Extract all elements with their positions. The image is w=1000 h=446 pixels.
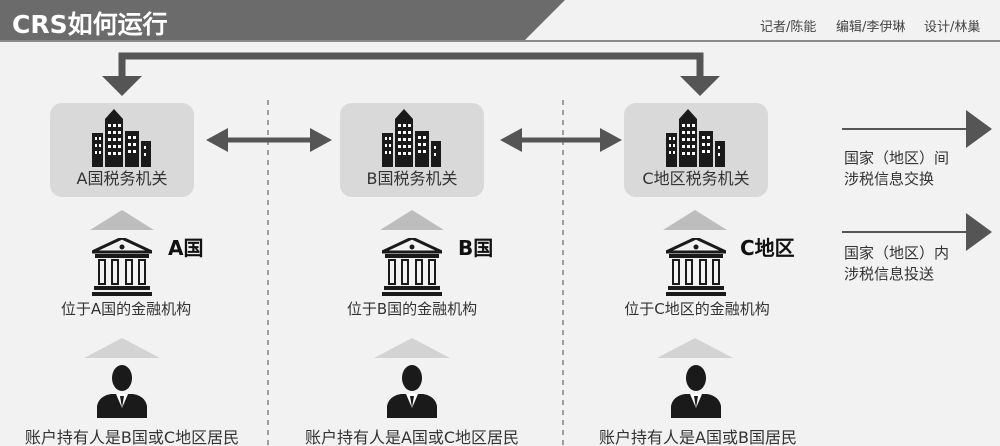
credit-editor: 编辑/李伊琳 — [836, 20, 906, 35]
office-building-icon — [92, 109, 151, 167]
person-in-suit-icon — [97, 365, 147, 418]
country-label-a: A国 — [168, 236, 204, 260]
header-banner — [0, 0, 1000, 42]
institution-label-c: 位于C地区的金融机构 — [624, 300, 770, 318]
account-holder-label-b: 账户持有人是A国或C地区居民 — [304, 428, 520, 446]
bank-building-icon — [666, 238, 726, 296]
tax-authority-label-b: B国税务机关 — [366, 169, 458, 188]
credit-reporter: 记者/陈能 — [760, 20, 817, 35]
country-label-b: B国 — [458, 236, 494, 260]
legend-domestic-line-1: 国家（地区）内 — [844, 244, 950, 262]
person-in-suit-icon — [671, 365, 721, 418]
institution-label-b: 位于B国的金融机构 — [346, 300, 478, 318]
tax-authority-label-a: A国税务机关 — [76, 169, 168, 188]
tax-authority-box-a: A国税务机关 — [50, 103, 194, 197]
bank-building-icon — [382, 238, 442, 296]
bank-building-icon — [92, 238, 152, 296]
header-title: CRS如何运行 — [12, 10, 168, 39]
office-building-icon — [666, 109, 725, 167]
legend-domestic: 国家（地区）内 涉税信息投送 — [844, 243, 949, 285]
legend-international-line-2: 涉税信息交换 — [844, 170, 935, 188]
country-label-c: C地区 — [740, 236, 795, 260]
credit-designer: 设计/林巢 — [924, 20, 981, 35]
legend-international-line-1: 国家（地区）间 — [844, 149, 950, 167]
person-in-suit-icon — [387, 365, 437, 418]
tax-authority-box-b: B国税务机关 — [340, 103, 484, 197]
account-holder-label-a: 账户持有人是B国或C地区居民 — [24, 428, 240, 446]
tax-authority-box-c: C地区税务机关 — [624, 103, 768, 197]
legend-domestic-line-2: 涉税信息投送 — [844, 265, 935, 283]
legend-international: 国家（地区）间 涉税信息交换 — [844, 148, 949, 190]
tax-authority-label-c: C地区税务机关 — [642, 169, 750, 188]
office-building-icon — [382, 109, 441, 167]
institution-label-a: 位于A国的金融机构 — [60, 300, 192, 318]
account-holder-label-c: 账户持有人是A国或B国居民 — [599, 428, 797, 446]
